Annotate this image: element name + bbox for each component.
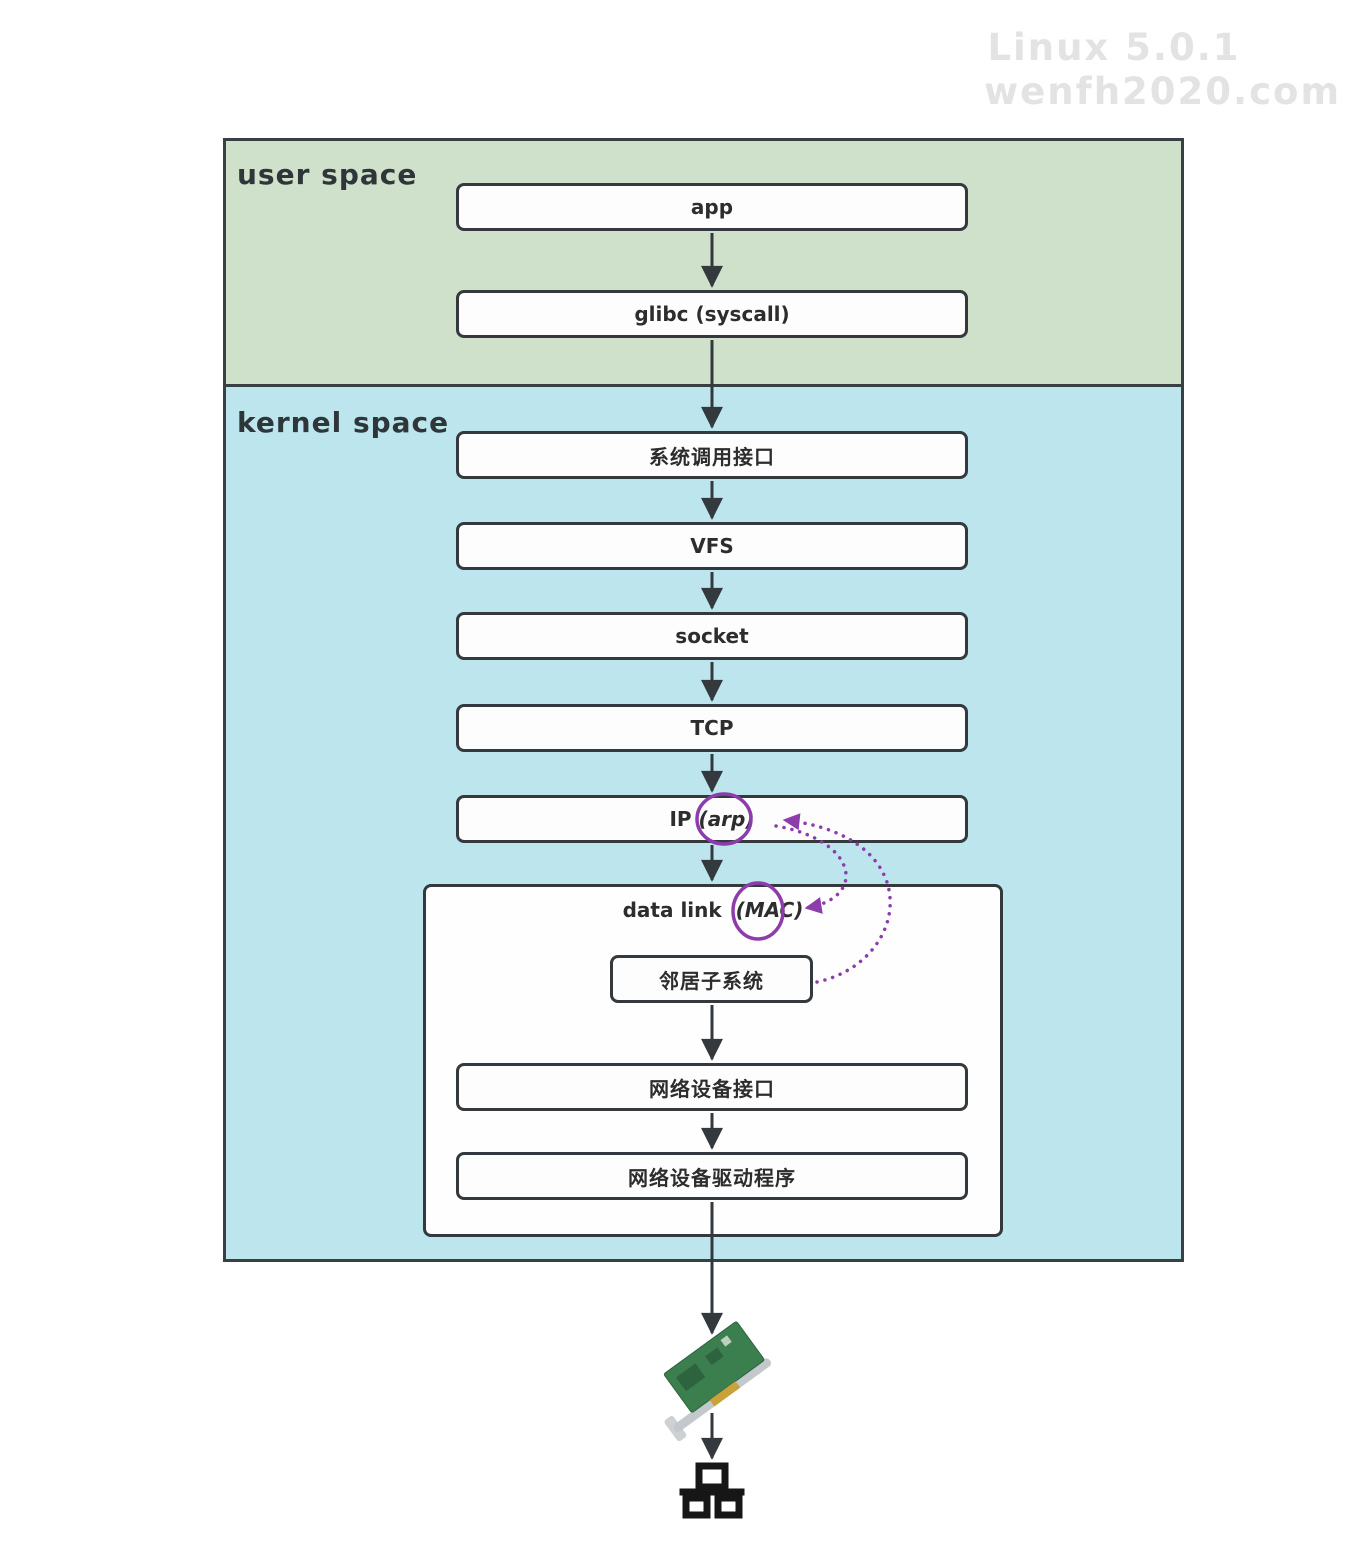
ethernet-network-icon xyxy=(679,1462,745,1519)
kernel-space-label: kernel space xyxy=(237,406,450,439)
data-link-label: data link xyxy=(622,898,722,922)
user-space-region xyxy=(223,138,1184,384)
nic-icon xyxy=(663,1321,772,1442)
user-space-label: user space xyxy=(237,158,418,191)
ip-label: IP xyxy=(669,807,692,831)
node-syscall-interface: 系统调用接口 xyxy=(456,431,968,479)
node-neighbor-subsystem: 邻居子系统 xyxy=(610,955,813,1003)
data-link-mac-circled-label: (MAC) xyxy=(735,898,804,922)
node-vfs: VFS xyxy=(456,522,968,570)
node-net-device-driver: 网络设备驱动程序 xyxy=(456,1152,968,1200)
watermark: Linux 5.0.1 wenfh2020.com xyxy=(984,26,1341,113)
watermark-line1: Linux 5.0.1 xyxy=(987,26,1241,69)
node-ip-arp: IP (arp) xyxy=(456,795,968,843)
node-tcp: TCP xyxy=(456,704,968,752)
ip-arp-circled-label: (arp) xyxy=(698,807,755,831)
node-app: app xyxy=(456,183,968,231)
node-data-link-mac: data link (MAC) xyxy=(423,898,1003,922)
node-glibc: glibc (syscall) xyxy=(456,290,968,338)
node-socket: socket xyxy=(456,612,968,660)
watermark-line2: wenfh2020.com xyxy=(984,69,1341,113)
node-net-device-interface: 网络设备接口 xyxy=(456,1063,968,1111)
